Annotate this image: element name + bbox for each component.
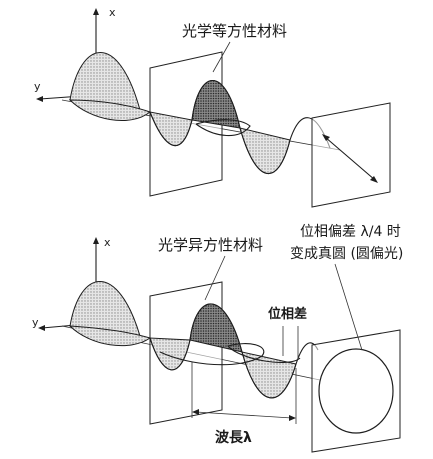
top-material-leader	[212, 41, 231, 73]
top-y-axis-label: y	[34, 80, 41, 93]
top-output-panel	[311, 102, 391, 208]
circular-polarization-ring	[318, 348, 394, 434]
bottom-x-axis-label: x	[104, 236, 111, 249]
bottom-diagram: x y 波長λ 位相差	[32, 224, 403, 453]
bottom-y-axis-label: y	[32, 316, 39, 329]
result-label-line1: 位相偏差 λ/4 时	[300, 224, 401, 240]
phase-difference-label: 位相差	[268, 306, 307, 322]
bottom-material-leader	[204, 255, 226, 301]
result-leader	[334, 263, 363, 351]
wavelength-label: 波長λ	[215, 429, 252, 446]
bottom-output-panel	[311, 329, 401, 453]
top-wave-trace	[149, 80, 331, 174]
top-material-label: 光学等方性材料	[182, 22, 287, 40]
wavelength-arrow	[192, 409, 296, 421]
bottom-horizontal-swoop	[159, 343, 301, 366]
top-horizontal-swoop	[195, 119, 251, 137]
bottom-material-label: 光学异方性材料	[158, 236, 263, 254]
top-x-axis-label: x	[109, 6, 116, 19]
top-diagram: x y 光学等方性材料	[34, 6, 391, 208]
top-linear-polarization-arrow	[322, 134, 378, 183]
result-label-line2: 变成真圆 (圆偏光)	[290, 246, 403, 262]
